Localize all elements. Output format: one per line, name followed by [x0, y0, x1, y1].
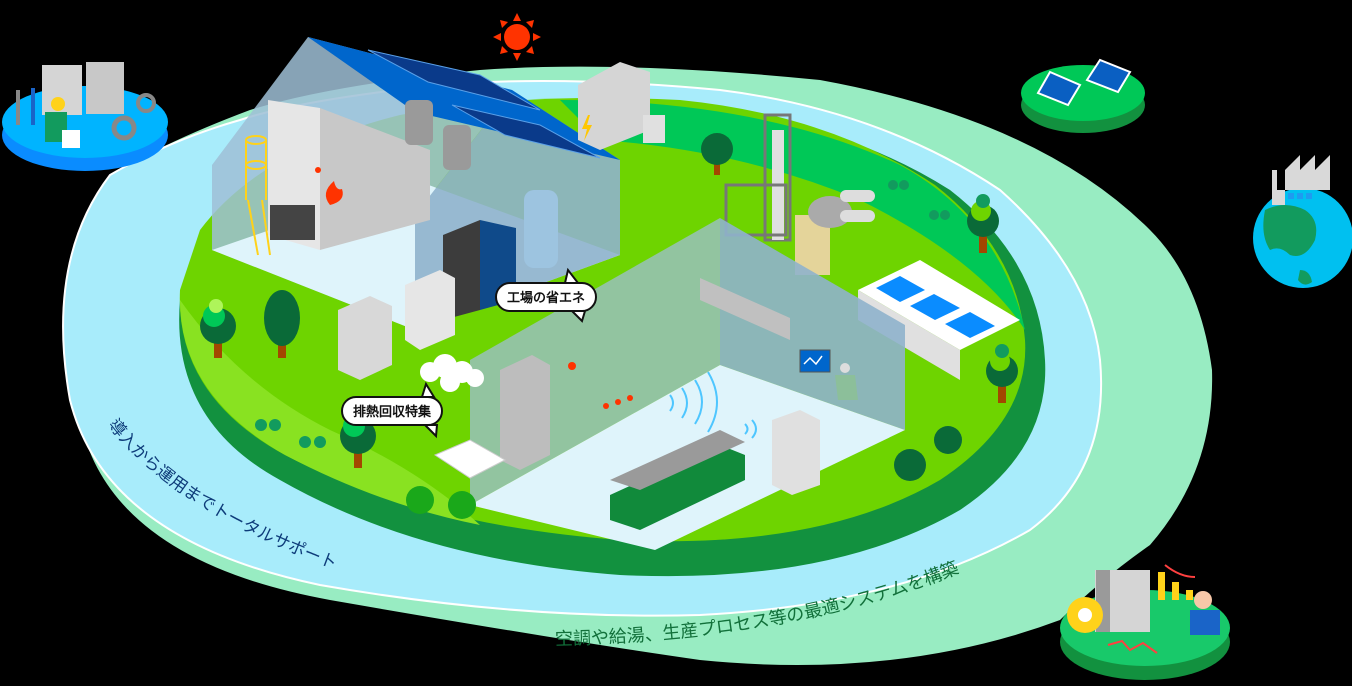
water-treatment-tanks	[858, 260, 1020, 380]
sun-icon	[493, 13, 541, 61]
electrical-panels	[578, 62, 665, 150]
process-tower	[724, 113, 875, 275]
globe-factory-icon	[1253, 155, 1352, 288]
bubble-factory-energy-saving[interactable]: 工場の省エネ	[495, 267, 597, 323]
outdoor-units	[338, 270, 455, 380]
bubble-label-factory: 工場の省エネ	[507, 290, 585, 306]
bubble-waste-heat-recovery[interactable]: 排熱回収特集	[341, 381, 443, 439]
process-building	[470, 218, 905, 550]
maintenance-worker-icon	[2, 62, 168, 171]
solar-panel-icon	[1021, 58, 1145, 133]
bubble-label-waste-heat: 排熱回収特集	[353, 404, 432, 420]
steam-cloud	[420, 354, 484, 392]
drain-grate	[433, 439, 507, 479]
trees	[200, 133, 1018, 519]
consulting-chart-icon	[1060, 564, 1230, 680]
